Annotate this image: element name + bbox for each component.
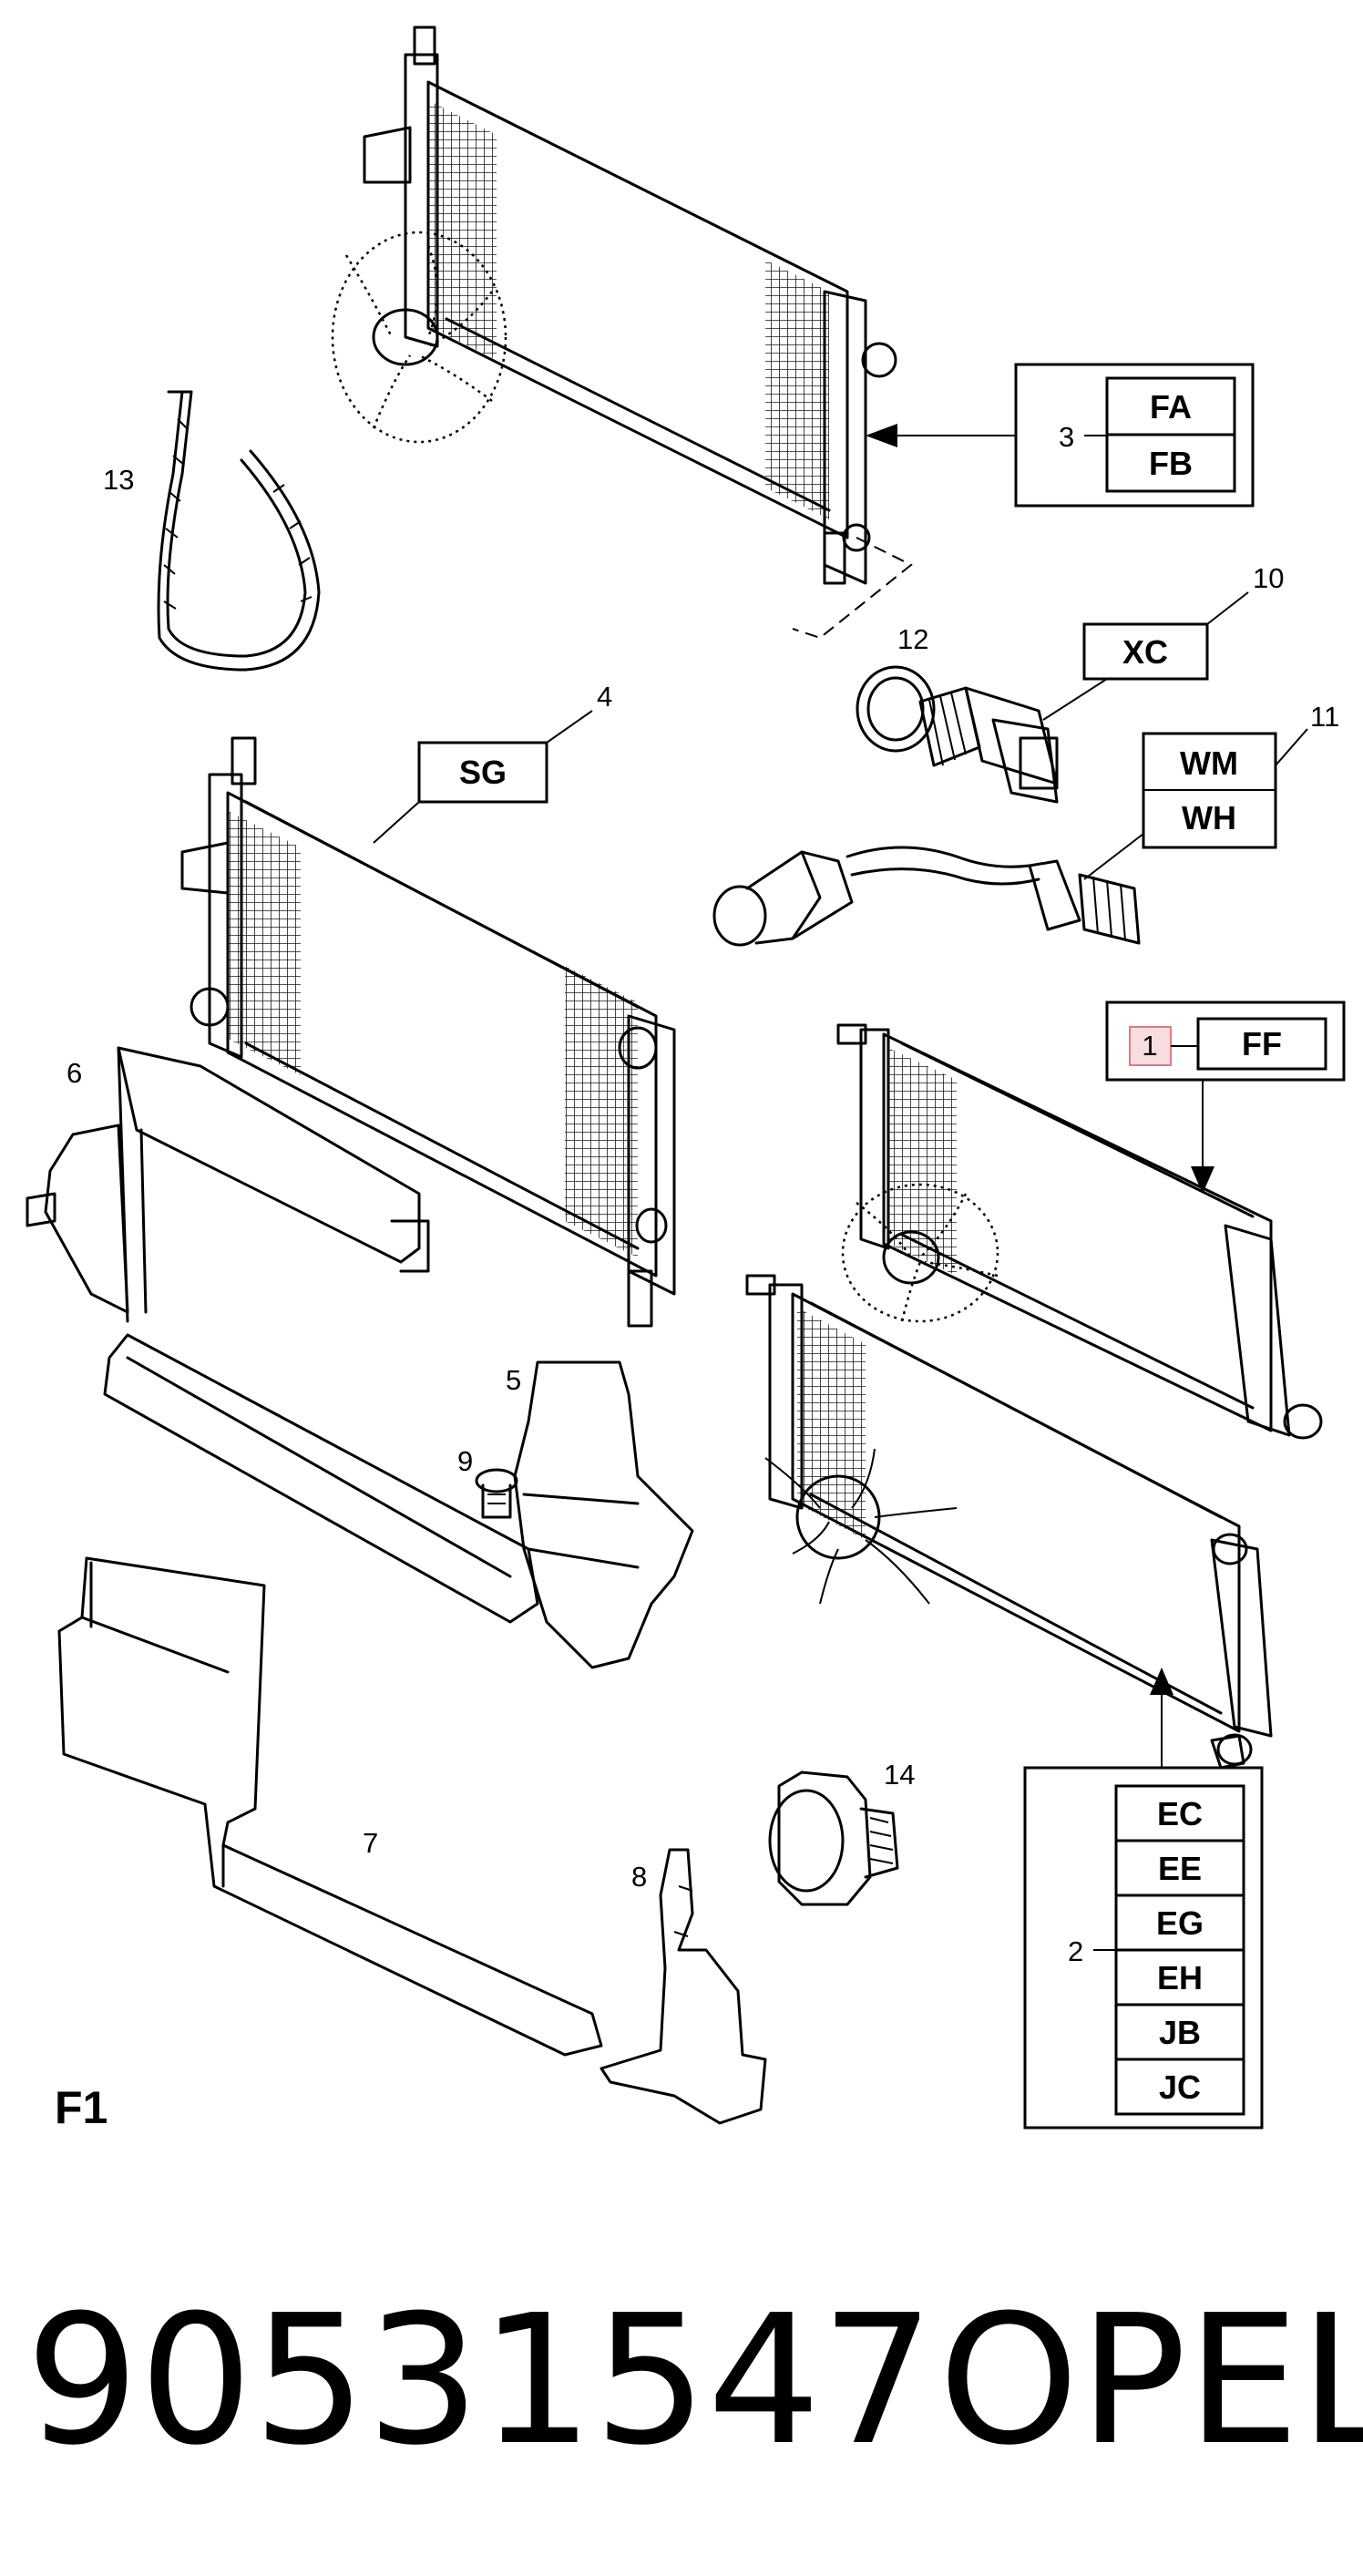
callout-group-10: XC 10 12 xyxy=(897,562,1284,721)
callout-6: 6 xyxy=(67,1057,82,1089)
callout-group-11: WM WH 11 xyxy=(1083,701,1339,880)
callout-8: 8 xyxy=(631,1861,647,1893)
code-eg: EG xyxy=(1156,1904,1204,1942)
callout-9: 9 xyxy=(457,1445,473,1477)
callout-13: 13 xyxy=(103,464,134,496)
callout-12: 12 xyxy=(897,623,928,655)
callout-14: 14 xyxy=(884,1759,915,1791)
figure-label: F1 xyxy=(55,2082,108,2133)
callout-group-2: EC EE EG EH JB JC 2 xyxy=(1023,1668,1264,2130)
code-jb: JB xyxy=(1159,2014,1201,2051)
highlight-marker xyxy=(1129,1026,1172,1066)
callout-1: 1 xyxy=(1142,1030,1157,1062)
shroud-frame-6 xyxy=(26,1046,430,1323)
radiator-4 xyxy=(180,736,676,1328)
bracket-8 xyxy=(600,1848,767,2125)
radiator-top xyxy=(331,26,913,640)
callout-3: 3 xyxy=(1059,421,1074,453)
fan-switch-11 xyxy=(712,846,1141,947)
callout-7: 7 xyxy=(363,1827,378,1859)
callout-5: 5 xyxy=(506,1364,521,1396)
callout-group-4: SG 4 xyxy=(373,681,612,844)
bracket-5 xyxy=(103,1333,694,1669)
cap-14 xyxy=(768,1770,899,1906)
code-ec: EC xyxy=(1157,1795,1203,1832)
code-jc: JC xyxy=(1159,2068,1201,2106)
strap-13 xyxy=(157,390,321,672)
radiator-1 xyxy=(836,1023,1323,1440)
code-eh: EH xyxy=(1157,1959,1203,1996)
callout-11: 11 xyxy=(1310,701,1339,733)
part-number: 90531547 xyxy=(26,2277,935,2485)
radiator-2 xyxy=(745,1274,1273,1770)
callout-group-1: 1 FF xyxy=(1105,1001,1346,1194)
code-fa: FA xyxy=(1150,388,1192,426)
code-wh: WH xyxy=(1182,799,1236,836)
code-xc: XC xyxy=(1122,633,1168,671)
code-ee: EE xyxy=(1158,1850,1202,1887)
cover-7 xyxy=(57,1556,603,2057)
code-ff: FF xyxy=(1242,1025,1282,1062)
code-fb: FB xyxy=(1149,445,1193,482)
temperature-sensor-10 xyxy=(856,665,1059,804)
callout-4: 4 xyxy=(597,681,612,713)
code-wm: WM xyxy=(1180,744,1238,782)
code-sg: SG xyxy=(459,754,507,791)
clip-9 xyxy=(475,1468,518,1519)
callout-group-3: 3 FA FB xyxy=(866,363,1255,508)
callout-10: 10 xyxy=(1253,562,1284,594)
callout-2: 2 xyxy=(1068,1935,1083,1967)
brand-name: OPEL xyxy=(938,2277,1363,2485)
